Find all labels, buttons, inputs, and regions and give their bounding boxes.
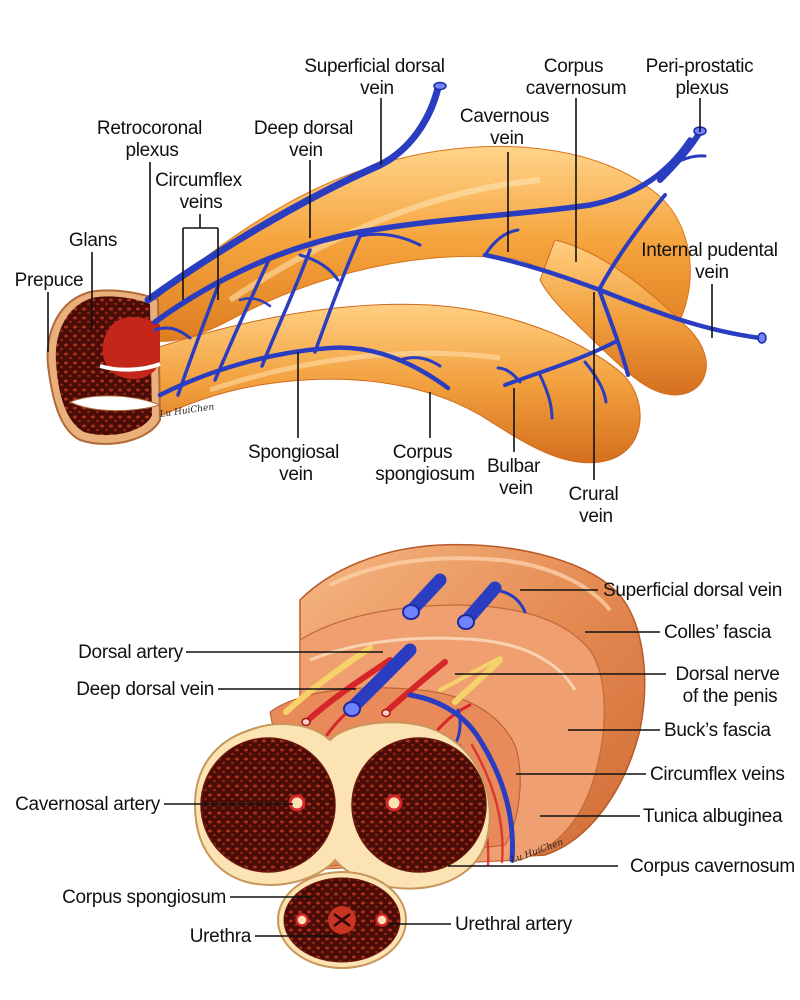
top-circumflex-vein-3 (260, 248, 312, 368)
label-superficial-dorsal-vein-top: Superficial dorsal vein (304, 56, 449, 99)
label-bucks-fascia: Buck’s fascia (664, 720, 771, 741)
bottom-corpus-spongiosum (277, 871, 407, 969)
label-bulbar-vein: Bulbar vein (487, 456, 545, 499)
bottom-dorsal-artery-1 (303, 657, 393, 725)
right-corpus-cavernosum-section (351, 737, 487, 873)
right-cavernosal-artery (385, 794, 403, 812)
top-corpus-cavernosum-crus (539, 239, 707, 396)
label-superficial-dorsal-vein-bottom: Superficial dorsal vein (603, 580, 782, 601)
bottom-circumflex-vein (407, 692, 515, 863)
left-cavernosal-artery (288, 794, 306, 812)
label-tunica-albuginea: Tunica albuginea (643, 806, 783, 827)
top-glans-prepuce-section (46, 289, 162, 445)
top-deep-dorsal-vein (152, 137, 693, 325)
label-colles-fascia: Colles’ fascia (664, 622, 772, 643)
bottom-cross-section-view: Lu HuiChen Superficial dorsal vein Colle… (15, 543, 795, 969)
urethral-opening (68, 395, 162, 412)
label-crural-vein: Crural vein (569, 484, 624, 527)
bottom-deep-dorsal-vein (345, 643, 417, 715)
top-bulbar-vein (503, 340, 617, 387)
bottom-labels: Superficial dorsal vein Colles’ fascia D… (15, 580, 795, 947)
label-circumflex-veins-top: Circumflex veins (155, 170, 247, 213)
label-deep-dorsal-vein-top: Deep dorsal vein (254, 118, 358, 161)
left-urethral-artery (295, 913, 309, 927)
bottom-superficial-dorsal-vein-2 (460, 581, 502, 627)
label-cavernous-vein: Cavernous vein (460, 106, 554, 149)
right-urethral-artery (375, 913, 389, 927)
left-corpus-cavernosum-section (200, 737, 336, 873)
label-deep-dorsal-vein-bottom: Deep dorsal vein (76, 679, 214, 700)
top-retrocoronal-plexus (153, 326, 192, 340)
top-labels: Superficial dorsal vein Corpus cavernosu… (15, 56, 782, 527)
label-corpus-cavernosum-bottom: Corpus cavernosum (630, 856, 795, 877)
label-circumflex-veins-bottom: Circumflex veins (650, 764, 785, 785)
glans-shape (102, 316, 160, 380)
bottom-superficial-dorsal-vein-1 (405, 573, 447, 617)
top-longitudinal-view: Lu HuiChen Superficial dorsal vein (15, 56, 782, 527)
top-spongiosal-vein (157, 345, 451, 398)
label-dorsal-nerve: Dorsal nerve of the penis (675, 664, 784, 707)
top-superficial-dorsal-vein (144, 84, 442, 304)
bottom-leader-lines (164, 589, 666, 937)
top-circumflex-vein-1 (176, 284, 220, 397)
label-internal-pudendal-vein: Internal pudental vein (641, 240, 782, 283)
label-urethral-artery: Urethral artery (455, 914, 573, 935)
top-crural-vein (598, 290, 630, 377)
label-urethra: Urethra (190, 926, 252, 947)
top-circumflex-vein-2 (213, 260, 270, 382)
label-spongiosal-vein: Spongiosal vein (248, 442, 344, 485)
label-corpus-cavernosum-top: Corpus cavernosum (526, 56, 627, 99)
bottom-corpora-cavernosa (193, 721, 491, 890)
label-retrocoronal-plexus: Retrocoronal plexus (97, 118, 207, 161)
top-leader-lines (47, 98, 713, 480)
top-venous-network (144, 81, 767, 420)
label-cavernosal-artery: Cavernosal artery (15, 794, 161, 815)
bottom-dorsal-artery-2 (383, 659, 448, 715)
bottom-dorsal-nerve-1 (283, 645, 373, 715)
label-corpus-spongiosum-bottom: Corpus spongiosum (62, 887, 226, 908)
label-corpus-spongiosum-top: Corpus spongiosum (375, 442, 474, 485)
label-peri-prostatic-plexus: Peri-prostatic plexus (646, 56, 759, 99)
label-glans: Glans (69, 230, 117, 251)
bottom-dorsal-nerve-2 (452, 657, 503, 705)
label-prepuce: Prepuce (15, 270, 84, 291)
top-circumflex-vein-4 (313, 234, 362, 354)
label-dorsal-artery: Dorsal artery (78, 642, 184, 663)
